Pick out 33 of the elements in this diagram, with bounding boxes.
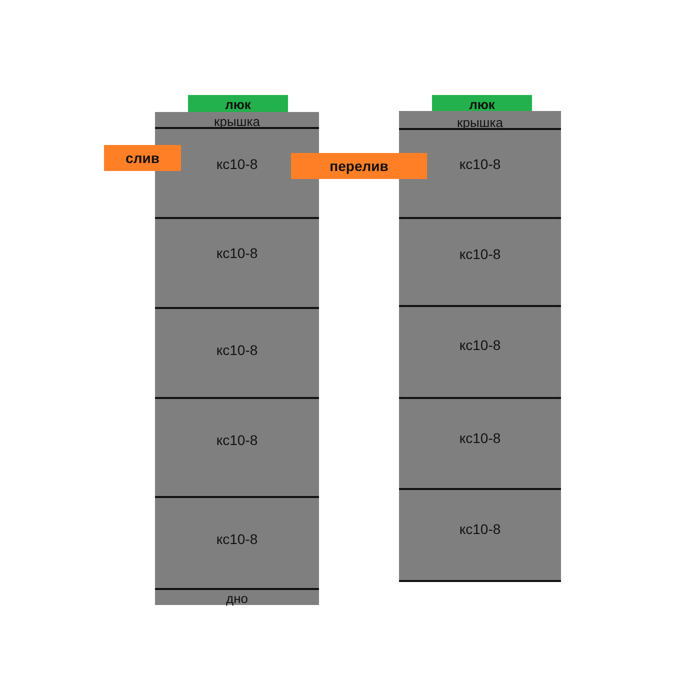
- ring-section: [399, 130, 561, 219]
- ring-label: кс10-8: [459, 338, 501, 352]
- ring-section: [155, 219, 319, 309]
- cover-slab: [155, 112, 319, 129]
- hatch-plate: [188, 95, 288, 112]
- ring-label: кс10-8: [216, 532, 258, 546]
- ring-label: кс10-8: [216, 246, 258, 260]
- ring-section: [399, 399, 561, 490]
- pipe-label: перелив: [330, 159, 388, 173]
- cover-slab: [399, 111, 561, 130]
- pipe-label: слив: [126, 151, 160, 165]
- ring-label: кс10-8: [459, 157, 501, 171]
- ring-section: [155, 498, 319, 590]
- ring-section: [155, 399, 319, 498]
- cover-label: крышка: [214, 115, 260, 128]
- ring-section: [155, 309, 319, 399]
- base-slab: [155, 590, 319, 605]
- ring-label: кс10-8: [459, 522, 501, 536]
- ring-section: [399, 307, 561, 399]
- ring-label: кс10-8: [459, 247, 501, 261]
- cover-label: крышка: [457, 116, 503, 129]
- hatch-plate: [432, 95, 532, 111]
- pipe-tag: [291, 153, 427, 179]
- ring-label: кс10-8: [216, 433, 258, 447]
- hatch-label: люк: [225, 98, 251, 111]
- hatch-label: люк: [469, 98, 495, 111]
- ring-label: кс10-8: [216, 157, 258, 171]
- ring-label: кс10-8: [216, 343, 258, 357]
- pipe-tag: [104, 145, 181, 171]
- base-label: дно: [226, 592, 248, 605]
- ring-label: кс10-8: [459, 431, 501, 445]
- ring-section: [399, 490, 561, 582]
- ring-section: [399, 219, 561, 307]
